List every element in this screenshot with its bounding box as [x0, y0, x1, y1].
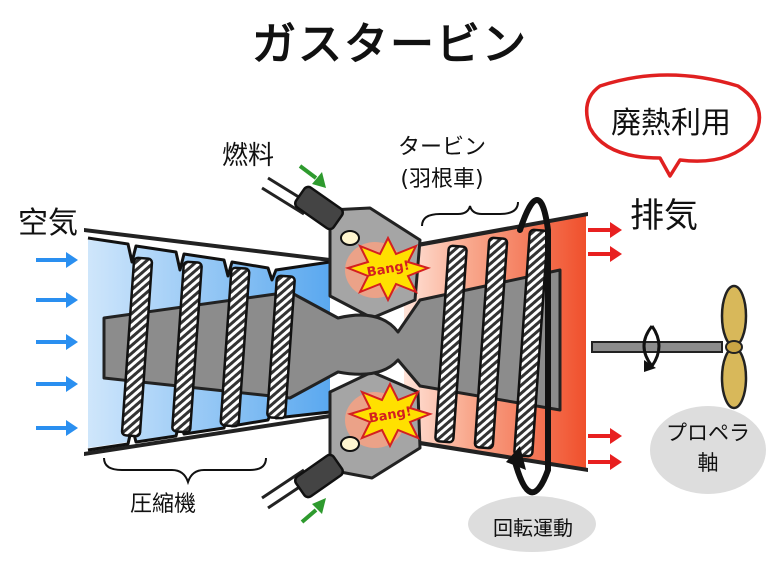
turbine-label-line2: (羽根車) — [400, 167, 484, 192]
propeller-label-bubble — [650, 406, 766, 494]
propeller-label-line1: プロペラ — [666, 421, 750, 445]
fuel-injector-bottom — [261, 436, 360, 510]
fuel-label: 燃料 — [222, 141, 275, 171]
turbine-bracket — [421, 201, 519, 227]
fuel-arrows — [298, 164, 326, 524]
waste-heat-bubble — [584, 73, 762, 178]
fuel-injector-top — [261, 176, 360, 246]
turbine-label: タービン (羽根車) — [398, 132, 486, 196]
combustion-burst-top: Bang! — [344, 235, 432, 303]
propeller-label: プロペラ 軸 — [650, 418, 766, 478]
turbine-blades — [434, 228, 549, 458]
propeller — [720, 284, 748, 410]
rotation-arrow — [506, 197, 551, 496]
propeller-shaft — [591, 325, 723, 372]
combustion-burst-bottom: Bang! — [346, 381, 434, 449]
waste-heat-label: 廃熱利用 — [611, 106, 731, 141]
bang-text-bottom: Bang! — [368, 404, 413, 426]
exhaust-label: 排気 — [630, 196, 698, 236]
rotation-label: 回転運動 — [493, 516, 573, 540]
air-intake-arrows — [36, 252, 78, 436]
exhaust-arrows — [588, 222, 622, 470]
air-label: 空気 — [18, 206, 78, 241]
turbine-label-line1: タービン — [398, 135, 487, 160]
diagram-title: ガスタービン — [252, 19, 528, 70]
rotation-label-bubble — [468, 496, 596, 552]
bang-text-top: Bang! — [366, 258, 411, 280]
compressor-bracket — [103, 457, 267, 486]
propeller-label-line2: 軸 — [697, 451, 719, 475]
compressor-label: 圧縮機 — [130, 492, 197, 517]
compressor-blades — [120, 256, 296, 438]
